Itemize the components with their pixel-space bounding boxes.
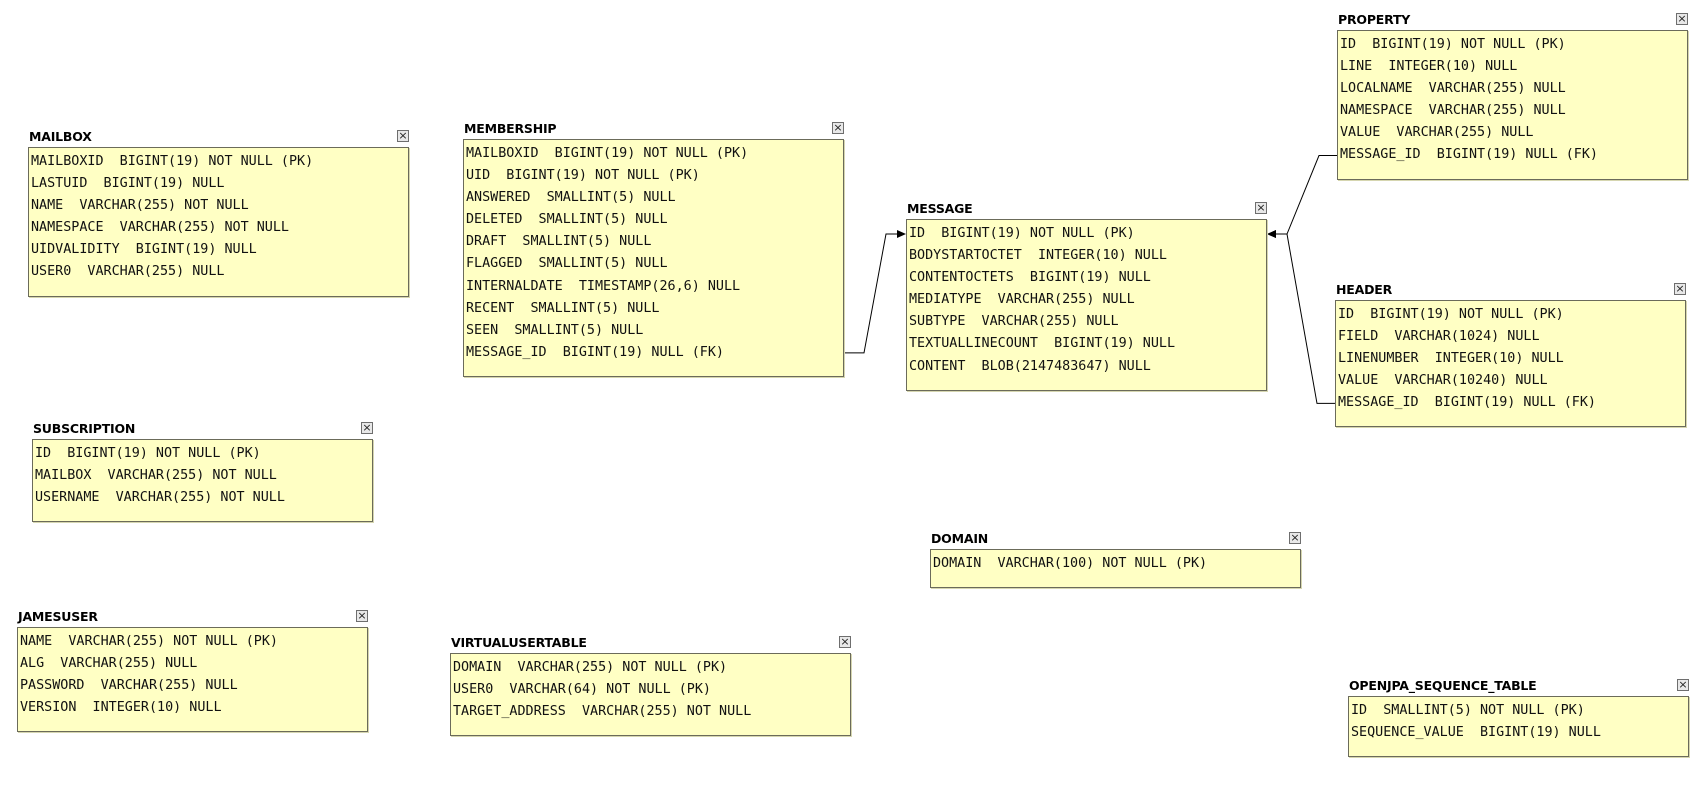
column-row: DOMAIN VARCHAR(255) NOT NULL (PK)	[453, 660, 728, 675]
table-columns: ID BIGINT(19) NOT NULL (PK) LINE INTEGER…	[1337, 30, 1688, 180]
table-columns: ID BIGINT(19) NOT NULL (PK) BODYSTARTOCT…	[906, 219, 1267, 391]
table-columns: ID BIGINT(19) NOT NULL (PK) FIELD VARCHA…	[1335, 300, 1686, 428]
column-row: INTERNALDATE TIMESTAMP(26,6) NULL	[466, 278, 741, 294]
close-icon[interactable]: ×	[356, 609, 368, 622]
column-row: ID BIGINT(19) NOT NULL (PK)	[909, 226, 1135, 241]
relation-line-header-to-message	[1269, 233, 1335, 404]
close-icon[interactable]: ×	[839, 635, 851, 648]
table-message[interactable]: MESSAGE × ID BIGINT(19) NOT NULL (PK) BOD…	[906, 200, 1267, 391]
column-row: TEXTUALLINECOUNT BIGINT(19) NULL	[909, 336, 1176, 352]
column-row: UIDVALIDITY BIGINT(19) NULL	[31, 242, 257, 258]
table-membership[interactable]: MEMBERSHIP × MAILBOXID BIGINT(19) NOT NUL…	[463, 120, 844, 377]
column-row: DRAFT SMALLINT(5) NULL	[466, 234, 652, 250]
column-row: NAME VARCHAR(255) NOT NULL	[31, 198, 249, 214]
column-row: CONTENT BLOB(2147483647) NULL	[909, 358, 1151, 374]
table-columns: DOMAIN VARCHAR(255) NOT NULL (PK) USER0 …	[450, 653, 851, 737]
table-columns: ID BIGINT(19) NOT NULL (PK) MAILBOX VARC…	[32, 439, 373, 523]
column-row: USER0 VARCHAR(64) NOT NULL (PK)	[453, 682, 711, 698]
close-icon[interactable]: ×	[1289, 531, 1301, 544]
close-icon[interactable]: ×	[397, 129, 409, 142]
table-header[interactable]: HEADER × ID BIGINT(19) NOT NULL (PK) FIEL…	[1335, 281, 1686, 428]
arrowhead-icon	[897, 230, 906, 239]
column-row: MAILBOXID BIGINT(19) NOT NULL (PK)	[466, 146, 749, 161]
relation-line-membership-to-message	[844, 233, 904, 354]
column-row: MESSAGE_ID BIGINT(19) NULL (FK)	[1340, 147, 1598, 163]
column-row: MAILBOX VARCHAR(255) NOT NULL	[35, 468, 277, 484]
arrowhead-icon	[1267, 230, 1276, 239]
column-row: VALUE VARCHAR(255) NULL	[1340, 125, 1534, 141]
column-row: ANSWERED SMALLINT(5) NULL	[466, 190, 676, 206]
table-columns: MAILBOXID BIGINT(19) NOT NULL (PK) LASTU…	[28, 147, 409, 297]
column-row: ID SMALLINT(5) NOT NULL (PK)	[1351, 703, 1585, 718]
close-icon[interactable]: ×	[361, 421, 373, 434]
column-row: RECENT SMALLINT(5) NULL	[466, 300, 660, 316]
close-icon[interactable]: ×	[832, 121, 844, 134]
column-row: TARGET_ADDRESS VARCHAR(255) NOT NULL	[453, 704, 752, 720]
table-virtualusertable[interactable]: VIRTUALUSERTABLE × DOMAIN VARCHAR(255) NO…	[450, 634, 851, 737]
column-row: NAMESPACE VARCHAR(255) NULL	[1340, 103, 1566, 119]
column-row: VERSION INTEGER(10) NULL	[20, 700, 222, 716]
table-columns: NAME VARCHAR(255) NOT NULL (PK) ALG VARC…	[17, 627, 368, 733]
column-row: MESSAGE_ID BIGINT(19) NULL (FK)	[466, 344, 724, 360]
close-icon[interactable]: ×	[1676, 12, 1688, 25]
table-title: SUBSCRIPTION	[33, 421, 136, 436]
column-row: BODYSTARTOCTET INTEGER(10) NULL	[909, 248, 1167, 264]
column-row: USER0 VARCHAR(255) NULL	[31, 264, 225, 280]
table-columns: MAILBOXID BIGINT(19) NOT NULL (PK) UID B…	[463, 139, 844, 377]
column-row: FIELD VARCHAR(1024) NULL	[1338, 329, 1540, 345]
column-row: CONTENTOCTETS BIGINT(19) NULL	[909, 270, 1151, 286]
column-row: MAILBOXID BIGINT(19) NOT NULL (PK)	[31, 154, 314, 169]
column-row: UID BIGINT(19) NOT NULL (PK)	[466, 168, 700, 184]
column-row: USERNAME VARCHAR(255) NOT NULL	[35, 490, 285, 506]
table-property[interactable]: PROPERTY × ID BIGINT(19) NOT NULL (PK) LI…	[1337, 11, 1688, 180]
column-row: SEEN SMALLINT(5) NULL	[466, 322, 644, 338]
table-domain[interactable]: DOMAIN × DOMAIN VARCHAR(100) NOT NULL (PK…	[930, 530, 1301, 589]
column-row: MEDIATYPE VARCHAR(255) NULL	[909, 292, 1135, 308]
column-row: NAME VARCHAR(255) NOT NULL (PK)	[20, 634, 278, 649]
table-columns: ID SMALLINT(5) NOT NULL (PK) SEQUENCE_VA…	[1348, 696, 1689, 758]
close-icon[interactable]: ×	[1255, 201, 1267, 214]
column-row: MESSAGE_ID BIGINT(19) NULL (FK)	[1338, 395, 1596, 411]
table-title: DOMAIN	[931, 531, 989, 546]
column-row: NAMESPACE VARCHAR(255) NOT NULL	[31, 220, 289, 236]
column-row: PASSWORD VARCHAR(255) NULL	[20, 678, 238, 694]
column-row: VALUE VARCHAR(10240) NULL	[1338, 373, 1548, 389]
table-title: MESSAGE	[907, 201, 973, 216]
column-row: ALG VARCHAR(255) NULL	[20, 656, 198, 672]
column-row: LINENUMBER INTEGER(10) NULL	[1338, 351, 1564, 367]
column-row: ID BIGINT(19) NOT NULL (PK)	[35, 446, 261, 461]
table-subscription[interactable]: SUBSCRIPTION × ID BIGINT(19) NOT NULL (PK…	[32, 420, 373, 523]
table-mailbox[interactable]: MAILBOX × MAILBOXID BIGINT(19) NOT NULL (…	[28, 128, 409, 297]
table-title: MAILBOX	[29, 129, 92, 144]
column-row: DELETED SMALLINT(5) NULL	[466, 212, 668, 228]
column-row: LINE INTEGER(10) NULL	[1340, 59, 1518, 75]
table-title: OPENJPA_SEQUENCE_TABLE	[1349, 678, 1537, 693]
column-row: ID BIGINT(19) NOT NULL (PK)	[1338, 307, 1564, 322]
column-row: DOMAIN VARCHAR(100) NOT NULL (PK)	[933, 556, 1208, 571]
column-row: FLAGGED SMALLINT(5) NULL	[466, 256, 668, 272]
table-title: VIRTUALUSERTABLE	[451, 635, 587, 650]
column-row: LASTUID BIGINT(19) NULL	[31, 176, 225, 192]
table-title: PROPERTY	[1338, 12, 1411, 27]
relation-line-property-to-message	[1269, 155, 1337, 235]
close-icon[interactable]: ×	[1674, 282, 1686, 295]
table-jamesuser[interactable]: JAMESUSER × NAME VARCHAR(255) NOT NULL (P…	[17, 608, 368, 733]
table-title: HEADER	[1336, 282, 1393, 297]
column-row: SUBTYPE VARCHAR(255) NULL	[909, 314, 1119, 330]
column-row: LOCALNAME VARCHAR(255) NULL	[1340, 81, 1566, 97]
table-title: MEMBERSHIP	[464, 121, 557, 136]
column-row: SEQUENCE_VALUE BIGINT(19) NULL	[1351, 725, 1601, 741]
table-columns: DOMAIN VARCHAR(100) NOT NULL (PK)	[930, 549, 1301, 589]
column-row: ID BIGINT(19) NOT NULL (PK)	[1340, 37, 1566, 52]
table-title: JAMESUSER	[18, 609, 98, 624]
close-icon[interactable]: ×	[1677, 678, 1689, 691]
table-openjpa-sequence-table[interactable]: OPENJPA_SEQUENCE_TABLE × ID SMALLINT(5) N…	[1348, 677, 1689, 758]
